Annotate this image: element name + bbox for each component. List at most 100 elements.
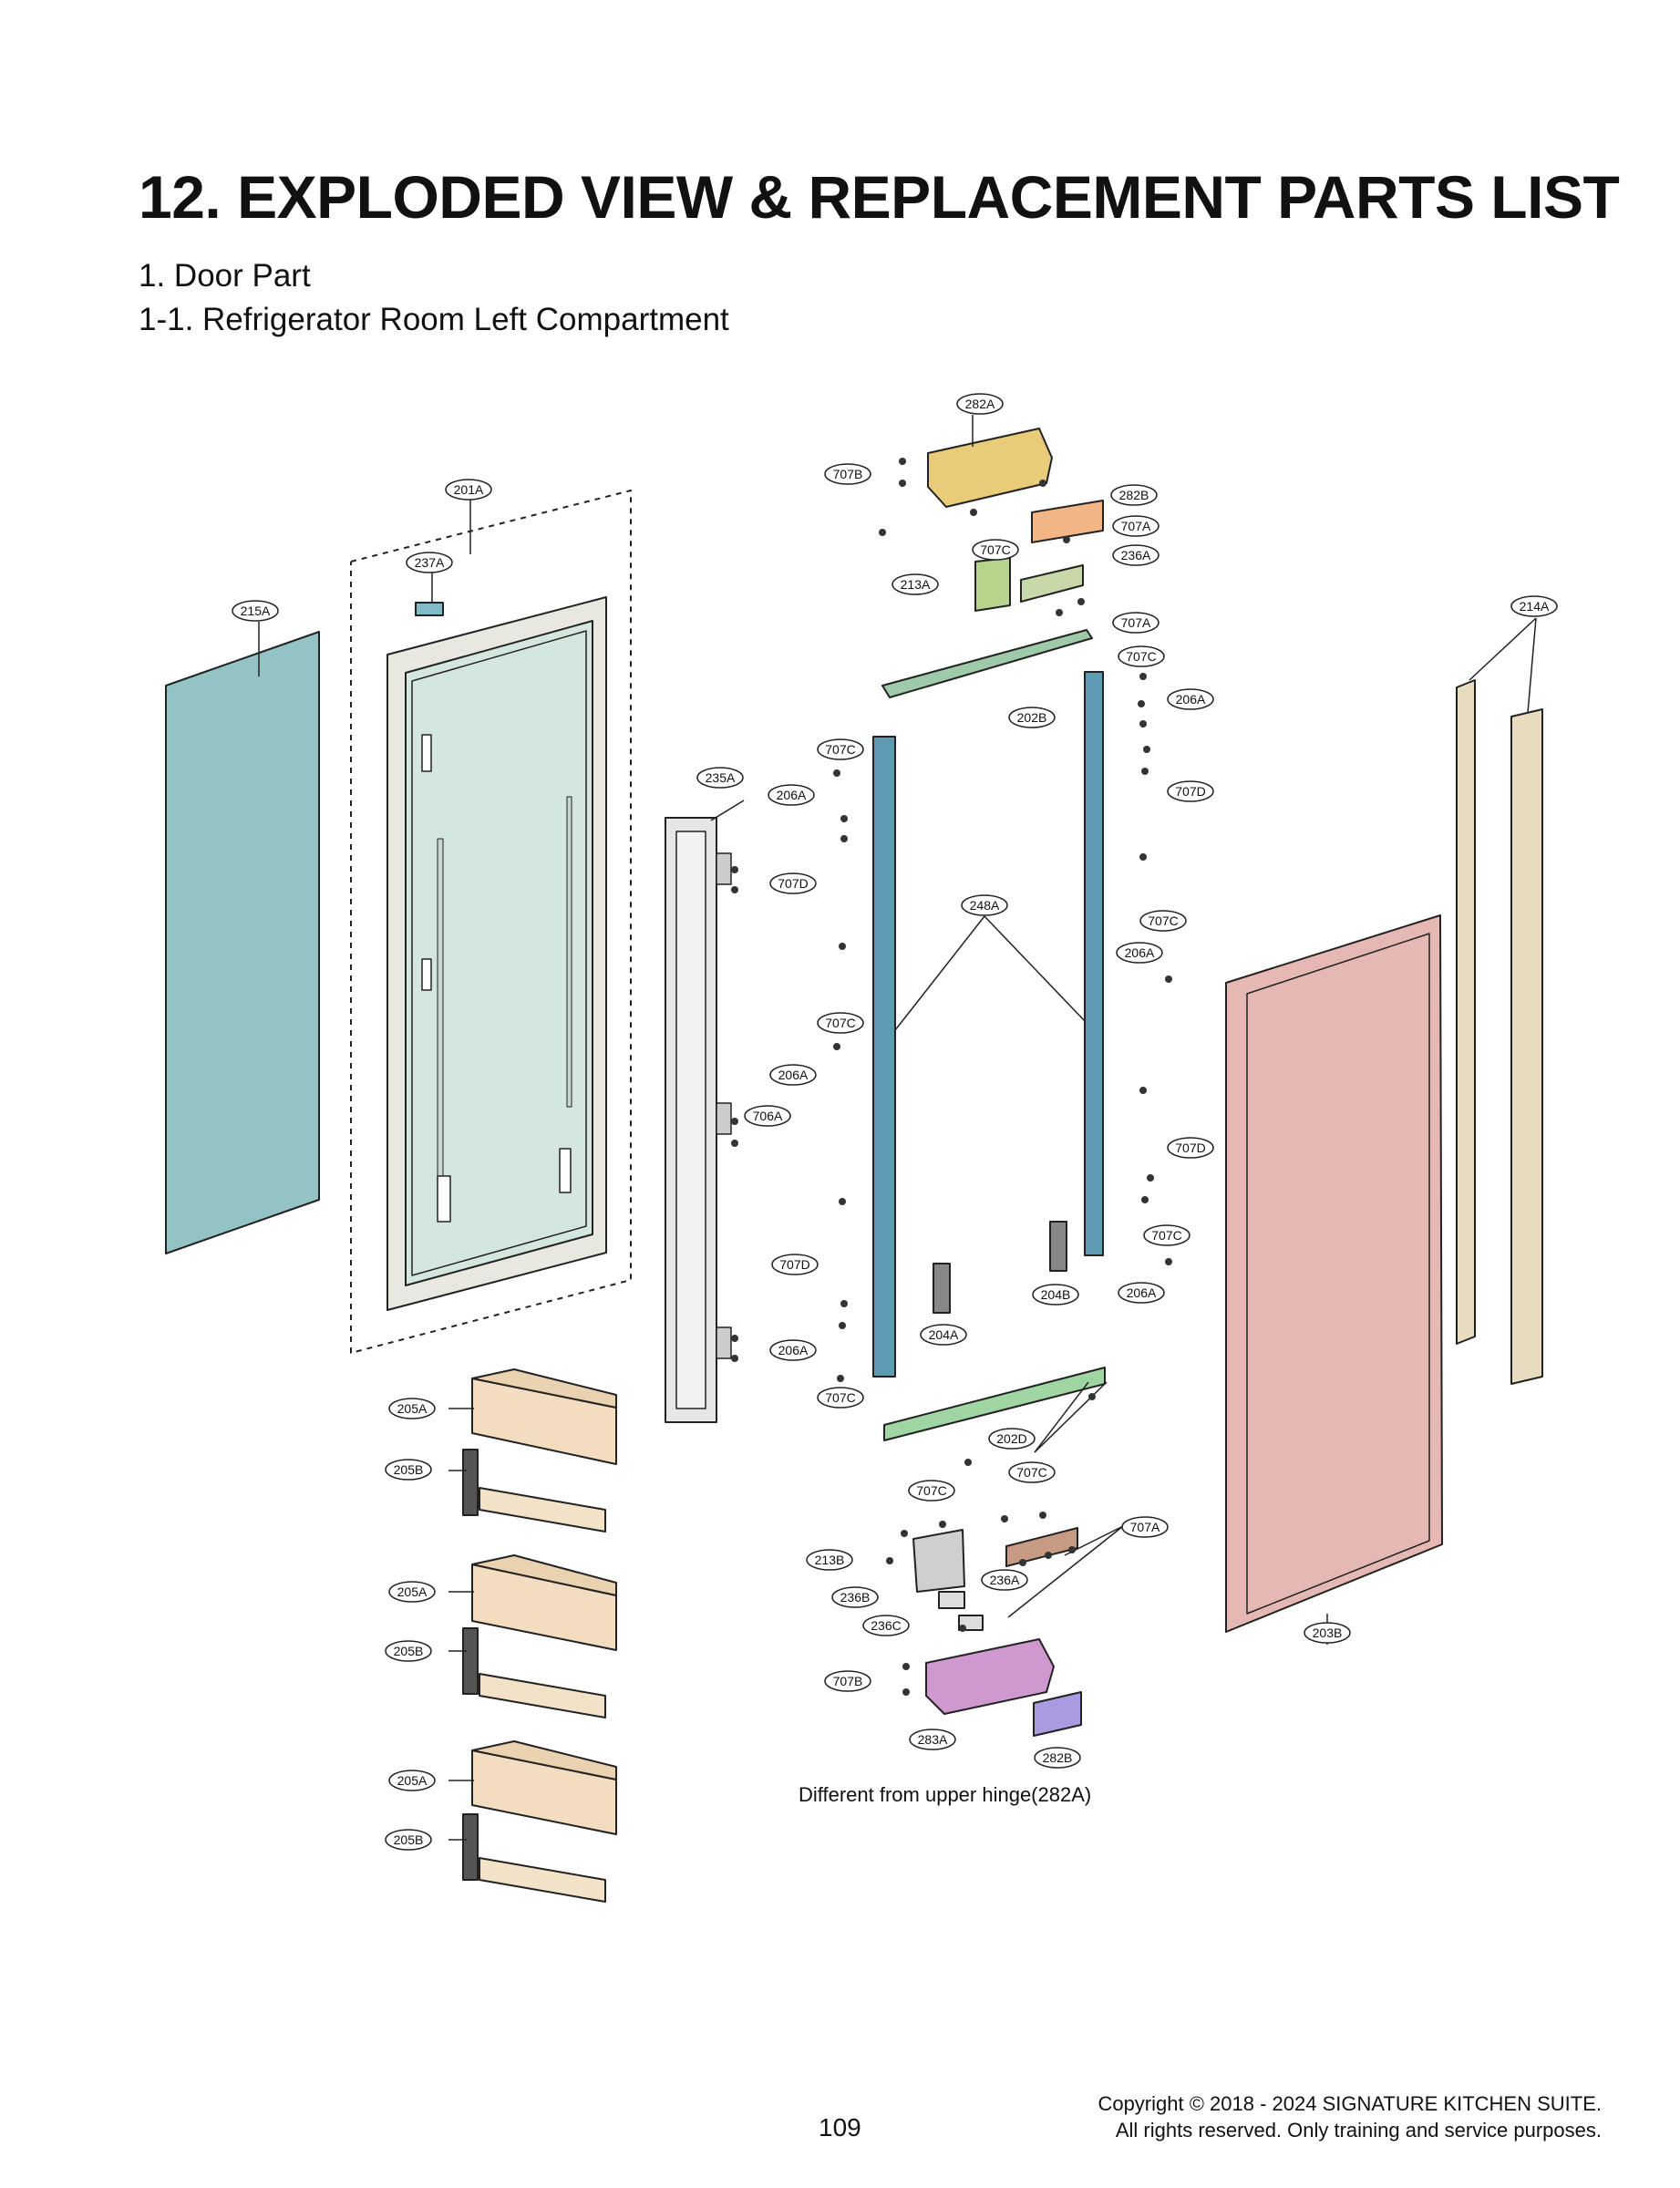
part-248A-right-strip — [1084, 671, 1104, 1256]
callout-707c-33: 707C — [817, 1387, 864, 1409]
callout-text: 707D — [778, 876, 808, 891]
callout-text: 202B — [1017, 710, 1047, 725]
callout-text: 205B — [394, 1462, 424, 1477]
callout-707d-18: 707D — [1167, 780, 1214, 802]
callout-text: 206A — [1176, 692, 1206, 707]
callout-236a-41: 236A — [981, 1569, 1028, 1591]
callout-283a-48: 283A — [909, 1729, 956, 1750]
callout-text: 706A — [753, 1109, 783, 1123]
part-203B-outer-door — [1225, 914, 1443, 1633]
part-201A-dashed-outline — [350, 490, 632, 1354]
callout-text: 236A — [1121, 548, 1151, 562]
part-204A-latch — [933, 1263, 951, 1314]
callout-202b-14: 202B — [1008, 707, 1056, 728]
callout-text: 707D — [1175, 1140, 1205, 1155]
callout-text: 206A — [778, 1068, 809, 1082]
callout-706a-25: 706A — [744, 1105, 791, 1127]
part-248A-left-strip — [872, 736, 896, 1378]
lower-hinge-note: Different from upper hinge(282A) — [799, 1783, 1092, 1806]
callout-text: 206A — [1127, 1285, 1157, 1300]
callout-text: 205B — [394, 1832, 424, 1847]
callout-707b-47: 707B — [824, 1670, 871, 1692]
callout-707a-39: 707A — [1121, 1516, 1169, 1538]
callout-text: 707C — [1016, 1465, 1046, 1480]
callout-707c-37: 707C — [1008, 1461, 1056, 1483]
callout-213b-40: 213B — [806, 1549, 853, 1571]
part-236A-lower-bracket — [1005, 1527, 1078, 1567]
callout-text: 201A — [454, 482, 484, 497]
callout-236c-44: 236C — [862, 1615, 910, 1636]
callout-707d-28: 707D — [771, 1254, 819, 1275]
part-237A-clip — [415, 602, 444, 616]
callout-text: 236B — [840, 1590, 871, 1605]
callout-215a-9: 215A — [232, 600, 279, 622]
callout-204a-31: 204A — [920, 1324, 967, 1346]
callout-205a-42: 205A — [388, 1581, 436, 1603]
callout-707c-27: 707C — [1143, 1224, 1190, 1246]
callout-text: 707A — [1130, 1520, 1160, 1534]
part-213A-bracket — [974, 557, 1011, 612]
callout-text: 204B — [1041, 1287, 1071, 1302]
callout-203b-45: 203B — [1304, 1622, 1351, 1644]
callout-282a-0: 282A — [956, 393, 1004, 415]
callout-707c-21: 707C — [1139, 910, 1187, 932]
part-205A-bin-1 — [471, 1368, 617, 1465]
callout-text: 206A — [1125, 945, 1155, 960]
part-282B-lower-plate — [1033, 1691, 1082, 1737]
callout-206a-13: 206A — [1167, 688, 1214, 710]
callout-text: 236C — [871, 1618, 901, 1633]
callout-text: 213A — [901, 577, 931, 592]
part-205A-bin-3 — [471, 1740, 617, 1835]
callout-text: 205A — [397, 1584, 428, 1599]
callout-text: 204A — [929, 1327, 959, 1342]
part-283A-lower-hinge — [925, 1638, 1055, 1715]
callout-205b-46: 205B — [385, 1640, 432, 1662]
callout-201a-7: 201A — [445, 479, 492, 501]
callout-text: 202D — [996, 1431, 1026, 1446]
callout-707d-26: 707D — [1167, 1137, 1214, 1159]
callout-214a-10: 214A — [1510, 595, 1558, 617]
callout-282b-49: 282B — [1034, 1747, 1081, 1769]
callout-text: 707C — [980, 542, 1010, 557]
callout-text: 214A — [1520, 599, 1550, 614]
callout-text: 282B — [1043, 1750, 1073, 1765]
callout-707c-12: 707C — [1118, 645, 1165, 667]
callout-282b-2: 282B — [1110, 484, 1158, 506]
callout-237a-8: 237A — [406, 552, 453, 573]
callout-text: 707C — [1148, 913, 1178, 928]
section-heading: 1. Door Part — [139, 258, 311, 294]
callout-205a-50: 205A — [388, 1770, 436, 1791]
callout-text: 236A — [990, 1573, 1020, 1587]
page-number: 109 — [819, 2113, 861, 2142]
callout-707a-11: 707A — [1112, 612, 1160, 634]
part-236B-clip — [938, 1591, 965, 1609]
callout-text: 707B — [833, 467, 863, 481]
callout-text: 203B — [1313, 1626, 1343, 1640]
callout-text: 206A — [777, 788, 807, 802]
rights-line: All rights reserved. Only training and s… — [1115, 2119, 1602, 2142]
part-205B-shelf-2 — [462, 1627, 606, 1718]
callout-707a-3: 707A — [1112, 515, 1160, 537]
callout-text: 707C — [1151, 1228, 1181, 1243]
callout-248a-20: 248A — [961, 894, 1008, 916]
part-202B-top-cap — [881, 629, 1093, 698]
callout-707c-38: 707C — [908, 1480, 955, 1502]
callout-text: 213B — [815, 1553, 845, 1567]
callout-text: 205A — [397, 1401, 428, 1416]
copyright-block: Copyright © 2018 - 2024 SIGNATURE KITCHE… — [1098, 2090, 1602, 2143]
callout-text: 707A — [1121, 615, 1151, 630]
callout-205b-36: 205B — [385, 1459, 432, 1481]
callout-236a-5: 236A — [1112, 544, 1160, 566]
part-201A-door-glass — [405, 620, 593, 1286]
callout-text: 215A — [241, 604, 271, 618]
part-213B-bracket — [912, 1529, 965, 1593]
callout-text: 707C — [825, 1016, 855, 1030]
callout-text: 707B — [833, 1674, 863, 1688]
callout-text: 707D — [1175, 784, 1205, 799]
callout-labels: 282A 707B 282B 707A 707C 236A 213A 201A 237A 215A… — [232, 393, 1558, 1851]
part-204B-latch — [1049, 1221, 1067, 1272]
callout-707c-4: 707C — [972, 539, 1019, 561]
part-236A-bracket — [1020, 564, 1084, 603]
callout-206a-17: 206A — [768, 784, 815, 806]
